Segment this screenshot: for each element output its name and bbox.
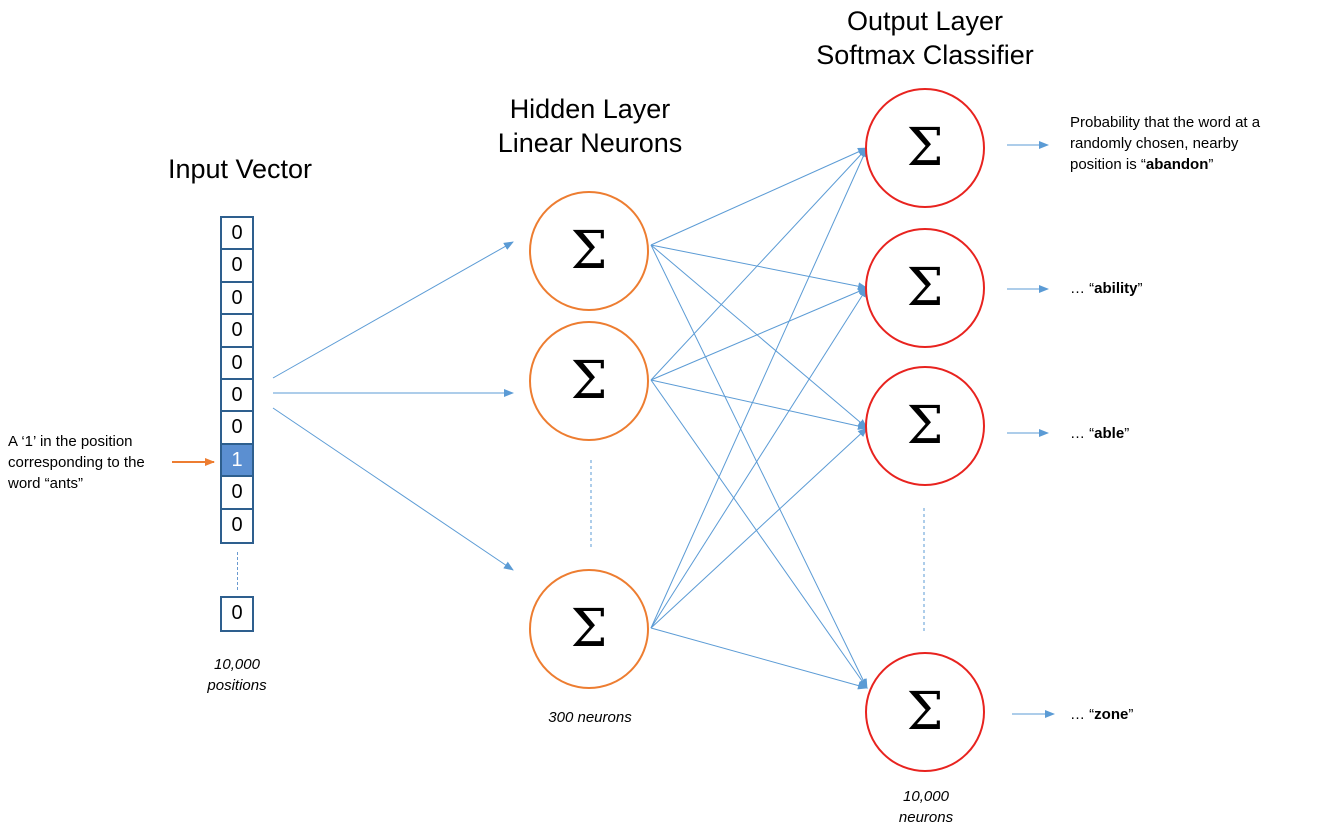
hidden-to-output-connection	[650, 244, 868, 689]
output-neuron-zone: Σ	[865, 652, 985, 772]
input-vector-caption: 10,000 positions	[207, 656, 267, 694]
output-label-able: … “able”	[1070, 425, 1130, 442]
output-layer-caption: 10,000 neurons	[898, 788, 954, 826]
input-cell: 0	[222, 412, 252, 445]
hidden-neuron-1: Σ	[529, 191, 649, 311]
input-to-hidden-arrow	[272, 241, 514, 379]
hidden-to-output-connection	[650, 147, 868, 246]
input-cell: 0	[222, 477, 252, 510]
input-cell-last: 0	[231, 602, 243, 624]
hidden-neuron-2: Σ	[529, 321, 649, 441]
input-cell: 0	[222, 283, 252, 316]
hidden-to-output-connection	[650, 287, 868, 381]
input-note: A ‘1’ in the position corresponding to t…	[8, 433, 145, 492]
input-cell: 0	[222, 315, 252, 348]
hidden-to-output-connection	[650, 147, 868, 629]
input-vector-title: Input Vector	[167, 154, 313, 184]
input-ellipsis-divider	[237, 552, 238, 590]
output-neuron-able: Σ	[865, 366, 985, 486]
input-vector: 0 0 0 0 0 0 0 1 0 0	[220, 216, 254, 544]
hidden-to-output-connection	[650, 244, 868, 291]
input-cell: 0	[222, 218, 252, 251]
output-label-ability: … “ability”	[1070, 280, 1143, 297]
input-to-hidden-arrow	[272, 407, 514, 571]
hidden-to-output-connection	[650, 147, 868, 381]
output-label-zone: … “zone”	[1070, 706, 1134, 723]
output-neuron-abandon: Σ	[865, 88, 985, 208]
hidden-to-output-connection	[650, 427, 868, 629]
input-vector-last: 0	[220, 596, 254, 633]
hidden-to-output-connection	[650, 627, 868, 690]
output-label-abandon: Probability that the word at a randomly …	[1070, 114, 1261, 173]
output-neuron-ability: Σ	[865, 228, 985, 348]
hidden-to-output-connection	[650, 244, 868, 429]
input-cell: 0	[222, 380, 252, 413]
hidden-to-output-connection	[650, 379, 868, 430]
input-cell: 0	[222, 348, 252, 380]
input-cell: 0	[231, 513, 243, 536]
hidden-layer-title: Hidden Layer Linear Neurons	[497, 94, 683, 158]
input-cell: 0	[222, 250, 252, 283]
input-cell-hot: 1	[222, 444, 252, 478]
hidden-to-output-connection	[650, 379, 868, 689]
output-layer-title: Output Layer Softmax Classifier	[816, 6, 1034, 70]
hidden-layer-caption: 300 neurons	[548, 709, 632, 726]
hidden-neuron-300: Σ	[529, 569, 649, 689]
hidden-to-output-connection	[650, 287, 868, 629]
